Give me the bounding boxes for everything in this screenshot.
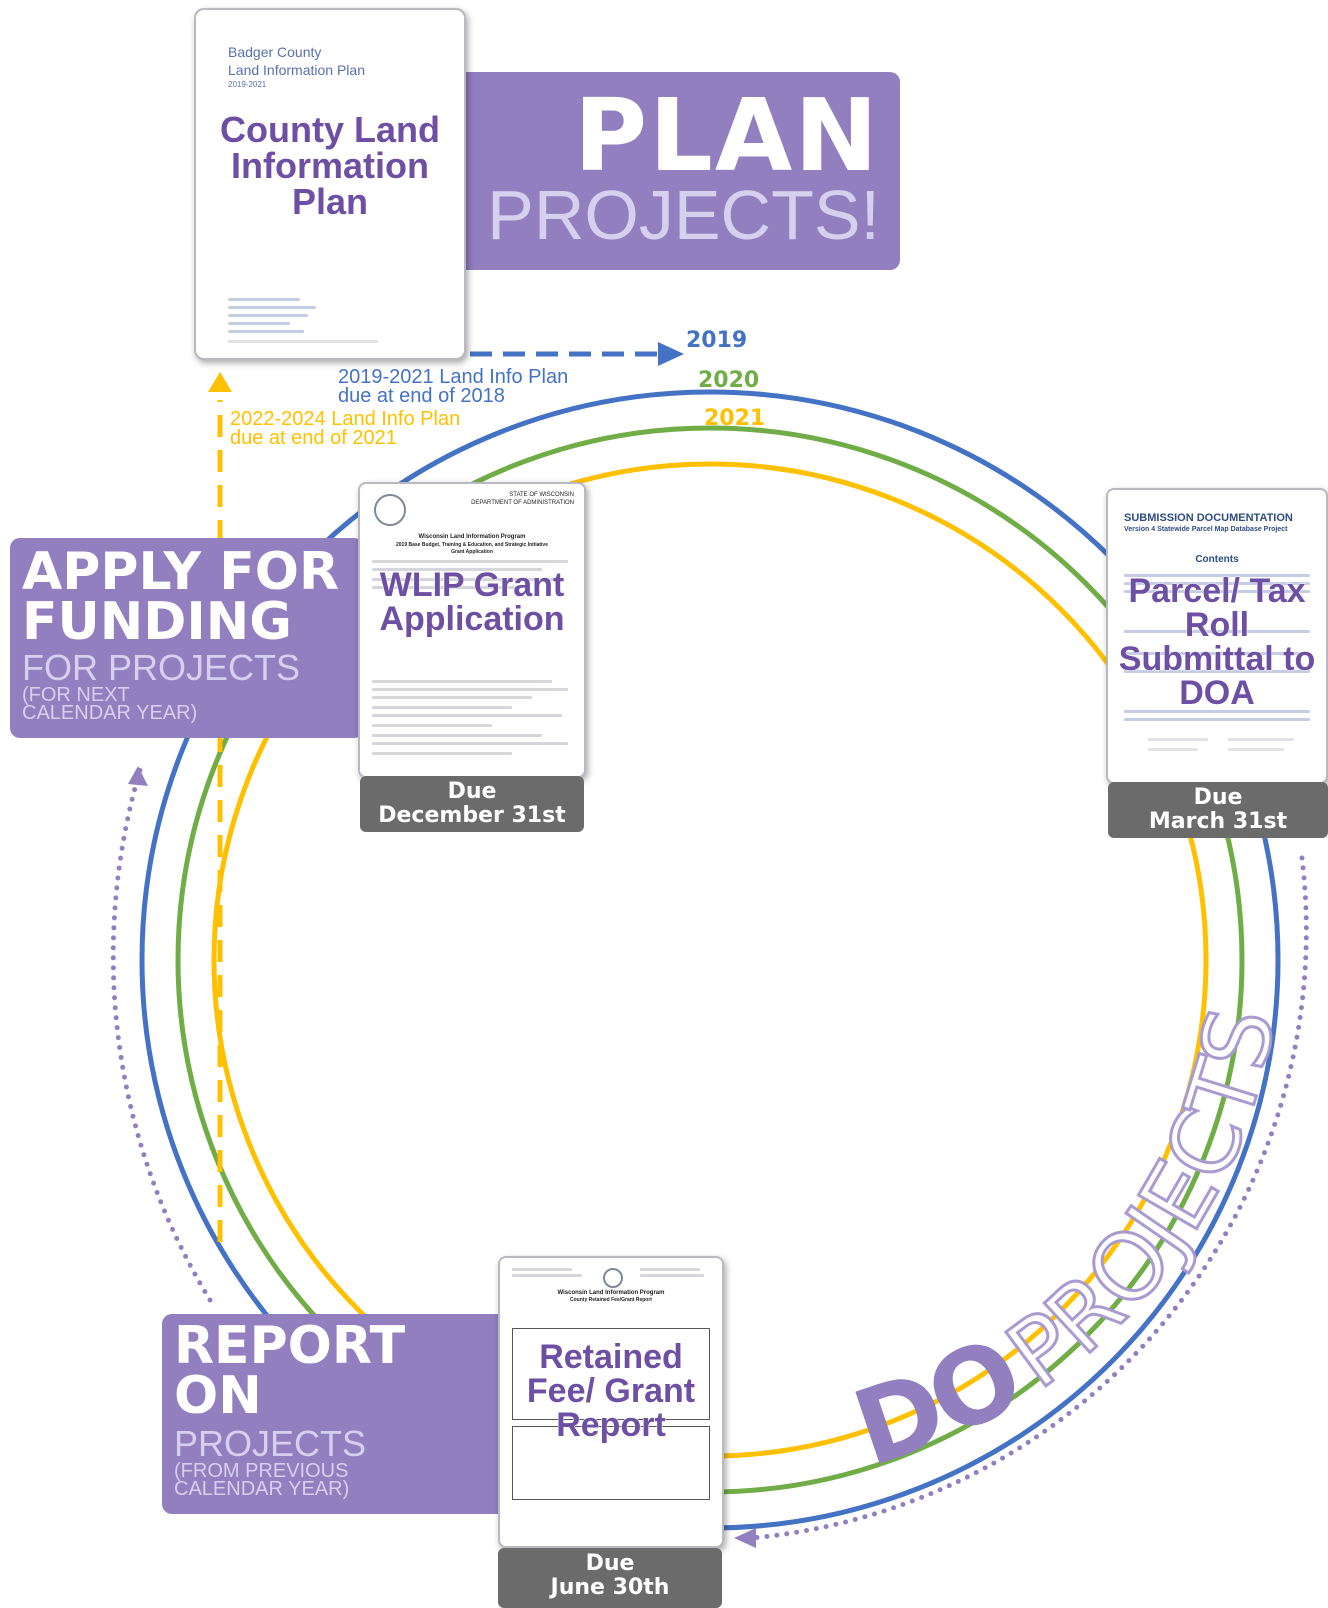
plan-doc-name: Land Information Plan: [228, 62, 365, 78]
report-line1: REPORT: [174, 1316, 406, 1376]
parcel-due-label: Due: [1193, 785, 1243, 810]
parcel-doc-header: SUBMISSION DOCUMENTATION: [1124, 512, 1293, 524]
apply-line2: FUNDING: [22, 592, 292, 652]
parcel-doc-subheader: Version 4 Statewide Parcel Map Database …: [1124, 526, 1288, 533]
parcel-doc-contents: Contents: [1195, 554, 1239, 565]
note-2022-plan: 2022-2024 Land Info Plan due at end of 2…: [230, 408, 461, 449]
report-doc-title: Wisconsin Land Information Program: [557, 1290, 665, 1296]
report-sub: PROJECTS: [174, 1423, 367, 1464]
plan-arrow-head: [658, 342, 684, 366]
gold-arrow-head: [208, 372, 232, 392]
apply-sub: FOR PROJECTS: [22, 647, 301, 688]
grant-doc-big-title: WLIP Grant Application: [379, 566, 565, 638]
dotted-arrow-right: [749, 855, 1309, 1541]
parcel-doc-big-title: Parcel/ Tax Roll Submittal to DOA: [1118, 572, 1316, 712]
note-2019-plan: 2019-2021 Land Info Plan due at end of 2…: [338, 366, 569, 407]
year-label-2020: 2020: [698, 368, 760, 393]
note-2022-line1: 2022-2024 Land Info Plan: [230, 408, 461, 430]
dotted-arrow-left: [110, 767, 213, 1303]
dotted-arrow-left-head: [128, 766, 148, 786]
do-projects-text: DOPROJECTS: [840, 1000, 1297, 1491]
report-line2: ON: [174, 1366, 262, 1426]
grant-doc-state: STATE OF WISCONSIN: [509, 492, 574, 498]
grant-seal-icon: [374, 494, 406, 526]
grant-due-date: December 31st: [378, 803, 566, 828]
plan-doc-county: Badger County: [228, 44, 322, 60]
report-doc-big-title: Retained Fee/ Grant Report: [526, 1338, 696, 1444]
apply-line1: APPLY FOR: [22, 542, 340, 602]
plan-title: PLAN: [573, 77, 880, 194]
note-2022-line2: due at end of 2021: [230, 427, 397, 449]
report-small2: CALENDAR YEAR): [174, 1478, 350, 1500]
parcel-due-badge: Due March 31st: [1108, 782, 1328, 838]
report-doc-table-footer: [512, 1426, 710, 1500]
note-2019-line1: 2019-2021 Land Info Plan: [338, 366, 569, 388]
grant-due-label: Due: [447, 779, 497, 804]
plan-doc-big-title: County Land Information Plan: [220, 109, 440, 222]
report-small1: (FROM PREVIOUS: [174, 1460, 349, 1482]
parcel-document[interactable]: SUBMISSION DOCUMENTATION Version 4 State…: [1106, 488, 1328, 784]
apply-box: APPLY FOR FUNDING FOR PROJECTS (FOR NEXT…: [10, 538, 364, 738]
grant-doc-subtitle2: Grant Application: [451, 549, 493, 555]
parcel-due-date: March 31st: [1148, 809, 1288, 834]
note-2019-line2: due at end of 2018: [338, 385, 505, 407]
report-box: REPORT ON PROJECTS (FROM PREVIOUS CALEND…: [162, 1314, 510, 1514]
plan-document[interactable]: Badger County Land Information Plan 2019…: [194, 8, 466, 360]
grant-doc-subtitle: 2019 Base Budget, Training & Education, …: [396, 542, 548, 548]
plan-doc-years: 2019-2021: [228, 80, 267, 89]
grant-document[interactable]: STATE OF WISCONSIN DEPARTMENT OF ADMINIS…: [358, 482, 586, 778]
year-label-2019: 2019: [686, 328, 748, 353]
report-due-date: June 30th: [550, 1575, 670, 1600]
grant-doc-dept: DEPARTMENT OF ADMINISTRATION: [471, 500, 574, 506]
report-due-badge: Due June 30th: [498, 1548, 722, 1608]
plan-box: PLAN PROJECTS!: [452, 72, 900, 270]
report-seal-icon: [603, 1268, 623, 1288]
report-due-label: Due: [585, 1551, 635, 1576]
report-doc-subtitle: County Retained Fee/Grant Report: [570, 1297, 652, 1303]
year-label-2021: 2021: [704, 406, 766, 431]
plan-subtitle: PROJECTS!: [487, 176, 880, 254]
report-doc-table: [512, 1328, 710, 1420]
dotted-arrow-right-head: [734, 1528, 756, 1548]
grant-due-badge: Due December 31st: [360, 776, 584, 832]
apply-small1: (FOR NEXT: [22, 684, 130, 706]
report-document[interactable]: Wisconsin Land Information Program Count…: [498, 1256, 724, 1548]
grant-doc-title: Wisconsin Land Information Program: [418, 534, 526, 540]
apply-small2: CALENDAR YEAR): [22, 702, 198, 724]
